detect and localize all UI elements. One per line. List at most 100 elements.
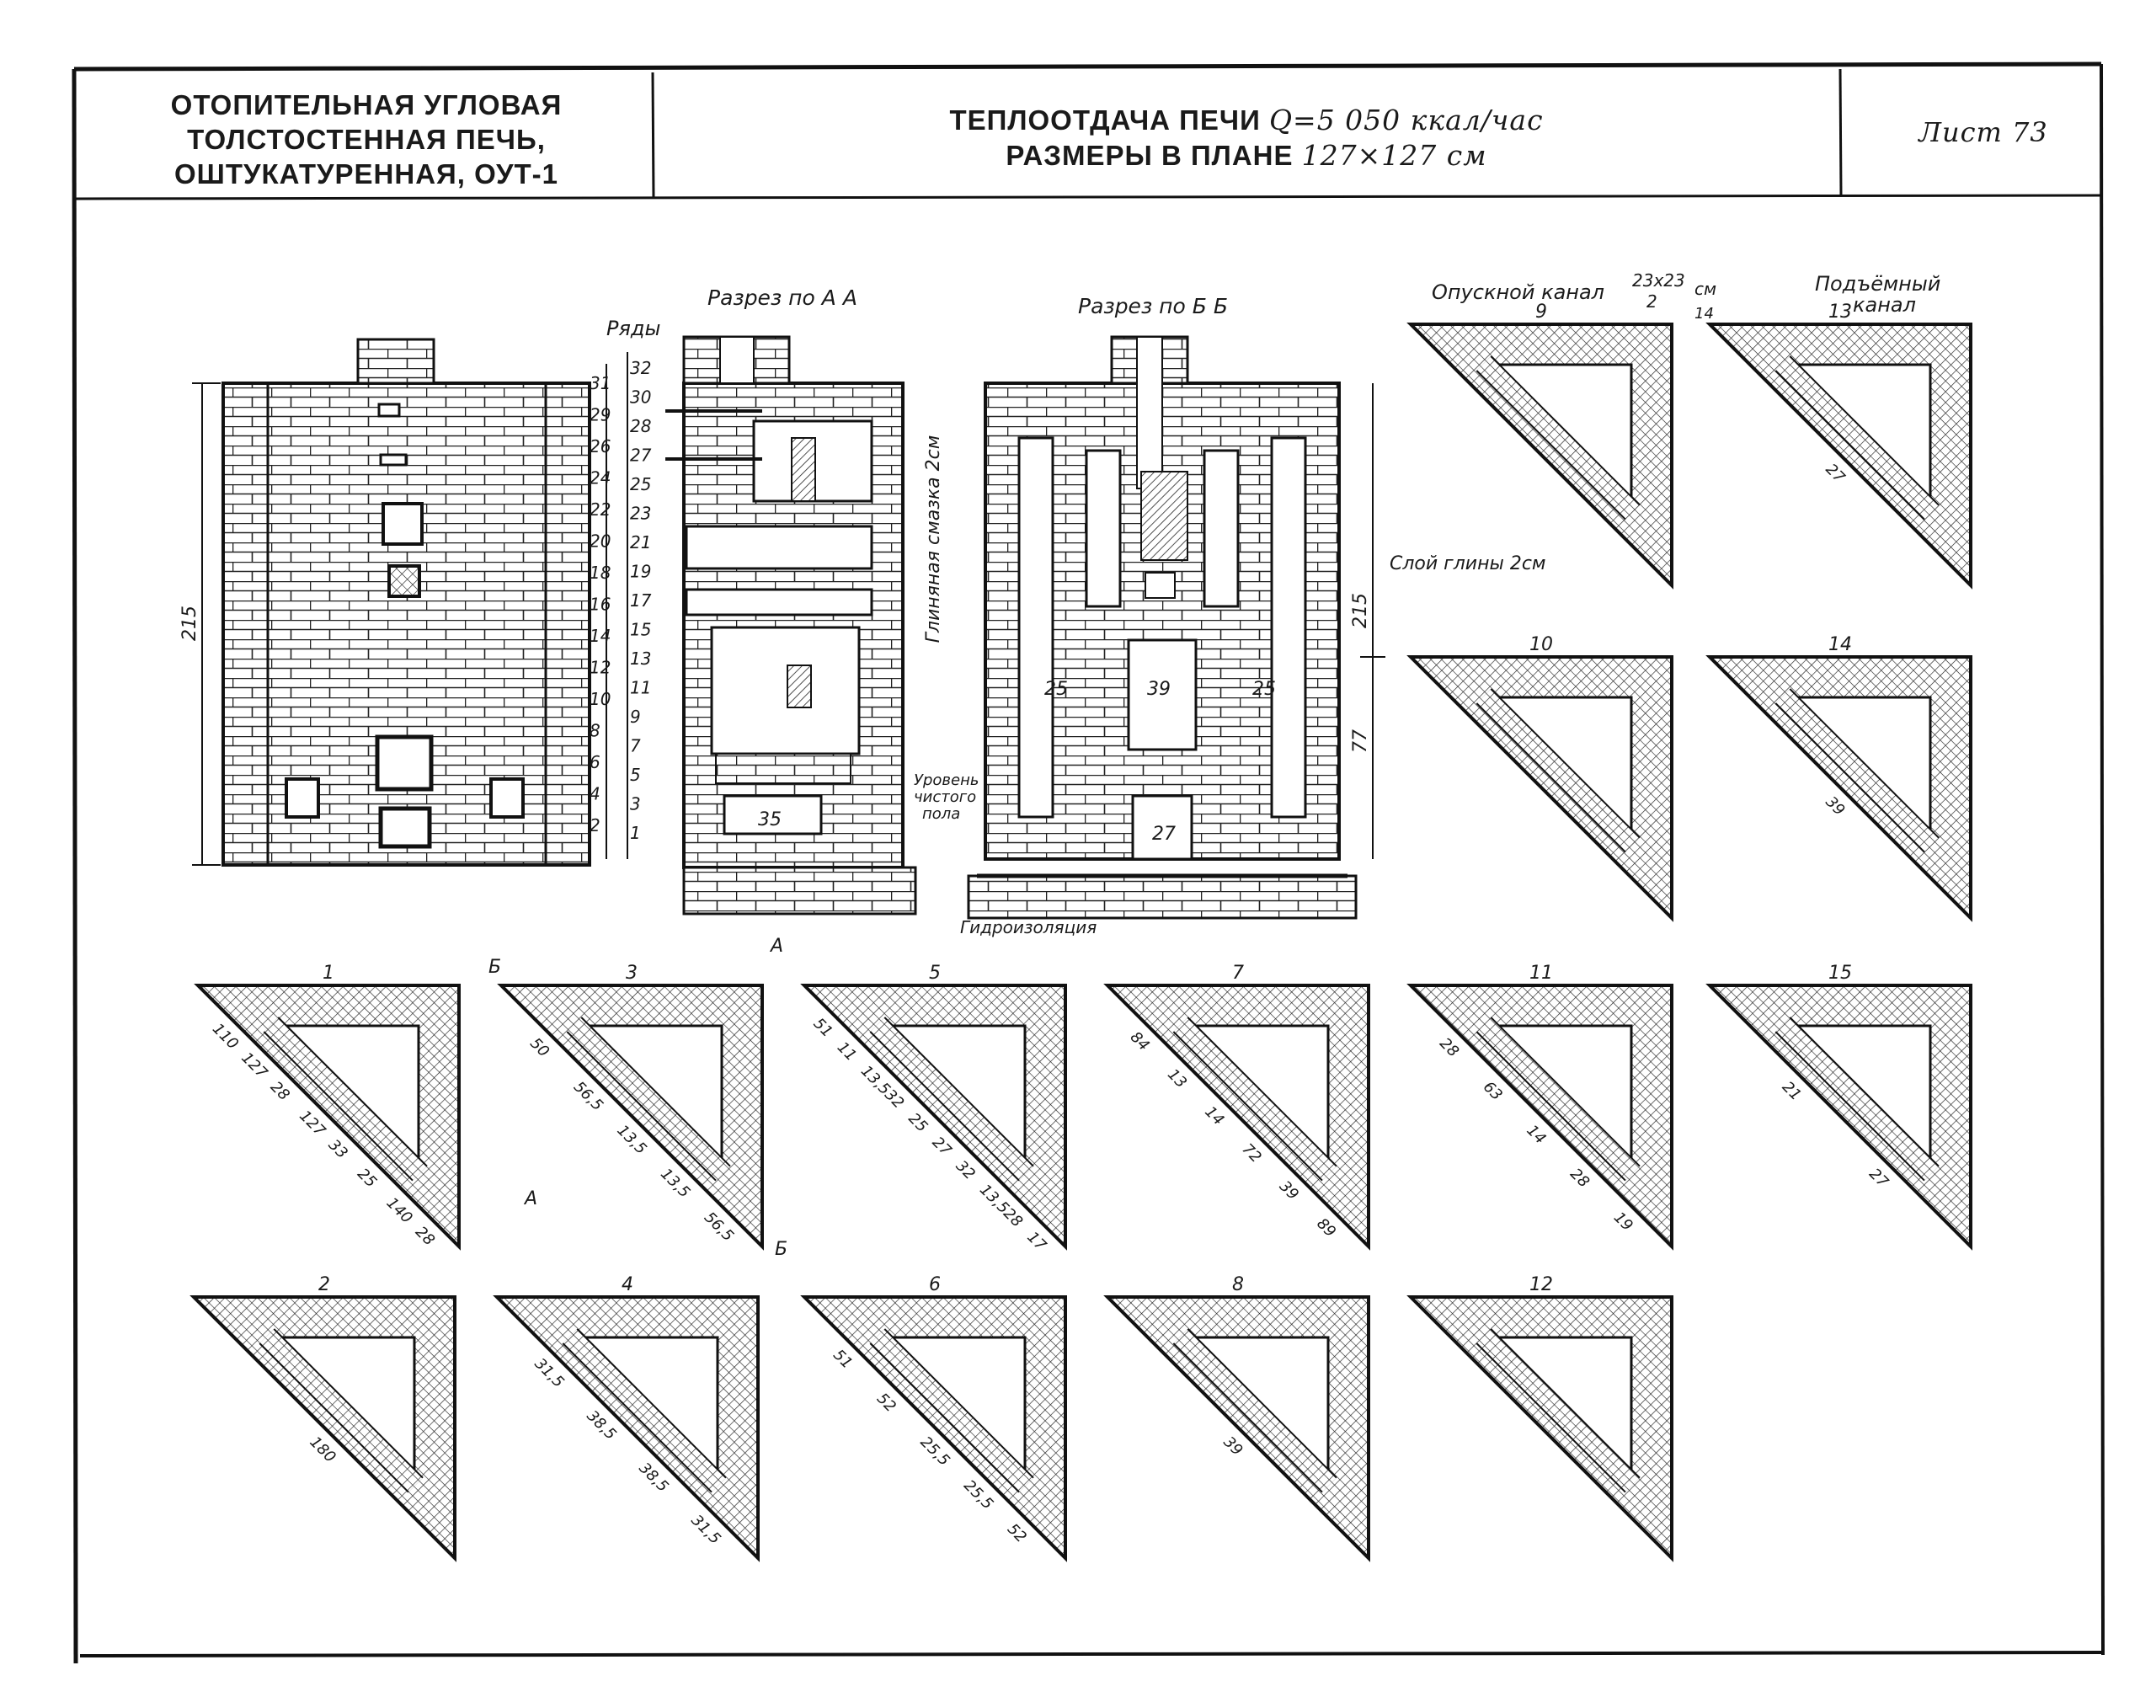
plan-number: 6 (929, 1274, 941, 1295)
row-number: 3 (630, 794, 641, 814)
row-plan: 10 (1406, 634, 1673, 922)
plan-dimension: 39 (1276, 1177, 1302, 1204)
cut-mark: Б (488, 957, 501, 978)
row-number: 1 (630, 823, 641, 843)
section-aa-title: Разрез по А А (707, 286, 857, 310)
row-number: 32 (630, 358, 651, 378)
row-plans: 111012728127332514028218035056,513,513,5… (189, 302, 1972, 1562)
up-channel-label: канал (1853, 293, 1916, 317)
row-number: 19 (630, 562, 651, 582)
plan-dimension: 39 (1219, 1433, 1246, 1460)
plan-divider-fill (1776, 1017, 1939, 1180)
firebox-door-icon (375, 734, 434, 792)
plan-divider-fill (1776, 356, 1939, 519)
row-number: 24 (590, 468, 611, 488)
plan-divider-fill (1174, 1329, 1337, 1492)
plan-dimension: 27 (1865, 1165, 1892, 1191)
plan-number: 8 (1232, 1274, 1244, 1295)
sheet-number: Лист 73 (1919, 116, 2048, 148)
row-number: 30 (630, 387, 651, 408)
dim-14: 14 (1694, 305, 1714, 323)
plan-dimension: 52 (1004, 1520, 1030, 1546)
damper-handle-icon (379, 453, 408, 467)
plan-dimension: 13 (1164, 1065, 1190, 1092)
section-bb-title: Разрез по Б Б (1078, 294, 1228, 318)
damper-handle-icon (377, 403, 401, 418)
row-number: 23 (630, 504, 651, 524)
dim-left: 25 (1044, 679, 1068, 700)
plan-divider-fill (871, 1329, 1033, 1492)
plan-number: 12 (1529, 1274, 1553, 1295)
row-number: 25 (630, 474, 651, 494)
row-number: 8 (590, 721, 600, 741)
section-bb: Разрез по Б Б 25 39 25 27 215 77 Слой гл… (967, 294, 1546, 920)
row-plan: 431,538,538,531,5 (493, 1274, 760, 1562)
plan-dimension: 84 (1127, 1028, 1153, 1054)
heat-label: ТЕПЛООТДАЧА ПЕЧИ (949, 104, 1261, 136)
section-aa: Разрез по А А Ряды 312926242220181614121… (590, 286, 1097, 937)
row-number: 2 (590, 815, 600, 835)
plan-dimension: 14 (1201, 1103, 1227, 1129)
plan-number: 7 (1232, 963, 1244, 984)
plan-number: 5 (929, 963, 941, 984)
ash-door-icon (378, 806, 432, 849)
row-plan: 9 (1406, 302, 1673, 590)
plan-divider-fill (1477, 1017, 1640, 1180)
plan-divider-fill (1477, 689, 1640, 851)
plan-dimension: 25 (905, 1110, 931, 1136)
stove-title: ОТОПИТЕЛЬНАЯ УГЛОВАЯ ТОЛСТОСТЕННАЯ ПЕЧЬ,… (93, 88, 640, 191)
firebox-dim: 35 (758, 809, 782, 830)
plan-dimension: 51 (810, 1015, 836, 1041)
channel-size: 23x23 (1632, 270, 1685, 291)
waterproofing-label: Гидроизоляция (960, 917, 1097, 937)
plan-dimension: 14 (1523, 1122, 1549, 1148)
row-number: 22 (590, 499, 611, 520)
row-number: 11 (630, 678, 651, 698)
floor-note: пола (922, 805, 960, 823)
plan-dimension: 21 (1779, 1078, 1805, 1104)
plan-dimension: 28 (1566, 1165, 1593, 1191)
down-channel-label: Опускной канал (1432, 280, 1604, 304)
plan-dimension: 17 (1023, 1229, 1049, 1255)
plan-divider-fill (1776, 689, 1939, 851)
plan-divider-fill (264, 1017, 427, 1180)
lower-height: 77 (1350, 729, 1371, 753)
plan-dimension: 33 (325, 1136, 351, 1162)
plan-number: 2 (318, 1274, 330, 1295)
facade-height-dim: 215 (179, 606, 200, 641)
floor-note: Уровень (914, 771, 979, 789)
size-label: РАЗМЕРЫ В ПЛАНЕ (1006, 140, 1294, 171)
dim-ashpit: 27 (1152, 824, 1176, 845)
plan-dimension: 63 (1480, 1078, 1506, 1104)
plan-dimension: 25 (354, 1165, 380, 1191)
plan-number: 3 (626, 963, 638, 984)
plan-dimension: 32 (953, 1157, 979, 1183)
title-line: ОТОПИТЕЛЬНАЯ УГЛОВАЯ (170, 89, 563, 120)
plan-dimension: 27 (929, 1134, 955, 1160)
up-channel-label: Подъёмный (1815, 272, 1940, 296)
plan-number: 9 (1535, 302, 1547, 323)
plan-divider-fill (1477, 356, 1640, 519)
heat-value: Q=5 050 ккал/час (1268, 104, 1544, 136)
row-plan: 12 (1406, 1274, 1673, 1562)
dim-center: 39 (1147, 679, 1171, 700)
row-number: 17 (630, 590, 652, 611)
floor-note: чистого (914, 788, 976, 806)
row-number: 16 (590, 595, 611, 615)
plan-divider-fill (871, 1017, 1033, 1180)
cut-mark: А (523, 1188, 537, 1209)
row-number: 21 (630, 532, 651, 552)
rows-label: Ряды (606, 317, 660, 340)
channel-count: 2 (1646, 291, 1657, 312)
cleanout-door-icon (285, 777, 320, 819)
